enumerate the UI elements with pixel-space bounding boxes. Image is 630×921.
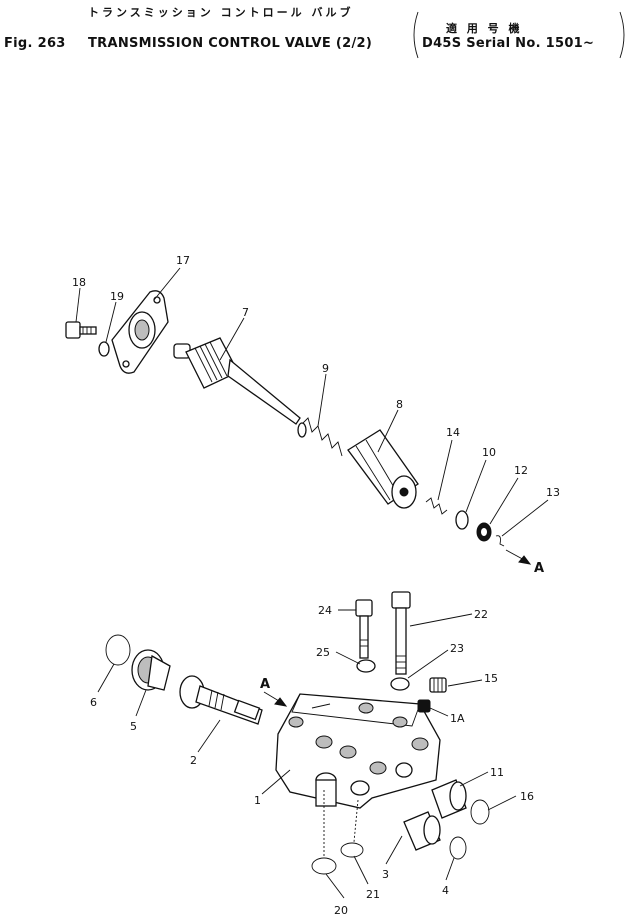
callout-4: 4 xyxy=(442,884,449,897)
serial-brackets xyxy=(413,11,625,59)
figure-title: TRANSMISSION CONTROL VALVE (2/2) xyxy=(88,36,373,51)
figure-header: トランスミッション コントロール バルブ Fig. 263 TRANSMISSI… xyxy=(0,0,630,60)
view-a-label-lower: A xyxy=(260,677,270,692)
figure-number: Fig. 263 xyxy=(4,36,66,51)
view-a-label-upper: A xyxy=(534,561,544,576)
callout-13: 13 xyxy=(546,486,560,499)
callout-18: 18 xyxy=(72,276,86,289)
part-7-spool xyxy=(173,337,301,425)
part-1-valve-body xyxy=(275,693,441,809)
callout-11: 11 xyxy=(490,766,504,779)
part-11-sleeve xyxy=(431,779,467,819)
callout-15: 15 xyxy=(484,672,498,685)
part-20-o-ring xyxy=(311,857,337,875)
callout-16: 16 xyxy=(520,790,534,803)
part-23-washer xyxy=(390,677,410,691)
part-15-plug xyxy=(429,677,447,693)
callout-7: 7 xyxy=(242,306,249,319)
callout-20: 20 xyxy=(334,904,348,917)
callout-1: 1 xyxy=(254,794,261,807)
part-6-snap-ring xyxy=(105,634,131,666)
part-12-nut xyxy=(476,522,492,542)
callout-24: 24 xyxy=(318,604,332,617)
view-a-arrow-lower xyxy=(263,691,288,707)
callout-2: 2 xyxy=(190,754,197,767)
callout-9: 9 xyxy=(322,362,329,375)
callout-22: 22 xyxy=(474,608,488,621)
part-3-sleeve xyxy=(403,811,441,851)
applicable-label-japanese: 適 用 号 機 xyxy=(446,22,523,35)
part-16-ring xyxy=(470,799,490,825)
callout-21: 21 xyxy=(366,888,380,901)
part-1a-plug xyxy=(417,699,431,713)
callout-23: 23 xyxy=(450,642,464,655)
part-2-spool xyxy=(179,675,263,725)
part-9-spring xyxy=(297,417,343,457)
part-25-washer xyxy=(356,659,376,673)
callout-10: 10 xyxy=(482,446,496,459)
callout-25: 25 xyxy=(316,646,330,659)
callout-3: 3 xyxy=(382,868,389,881)
part-19-washer xyxy=(98,341,110,357)
part-10-washer xyxy=(455,510,469,530)
view-a-arrow-upper xyxy=(505,549,532,565)
callout-8: 8 xyxy=(396,398,403,411)
title-japanese: トランスミッション コントロール バルブ xyxy=(88,6,354,19)
part-21-o-ring xyxy=(340,842,364,858)
part-5-plug xyxy=(131,649,171,691)
part-17-flange xyxy=(111,290,169,374)
part-8-valve xyxy=(347,429,419,509)
part-24-bolt xyxy=(355,599,373,659)
part-22-bolt xyxy=(391,591,411,675)
callout-5: 5 xyxy=(130,720,137,733)
callout-1a: 1A xyxy=(450,712,465,725)
part-4-ring xyxy=(449,836,467,860)
model-serial: D45S Serial No. 1501~ xyxy=(422,36,595,51)
callout-17: 17 xyxy=(176,254,190,267)
part-14-spring xyxy=(425,497,448,515)
part-13-pin xyxy=(495,535,505,547)
callout-19: 19 xyxy=(110,290,124,303)
callout-6: 6 xyxy=(90,696,97,709)
leader-lines xyxy=(75,267,549,899)
callout-12: 12 xyxy=(514,464,528,477)
callout-14: 14 xyxy=(446,426,460,439)
part-18-bolt xyxy=(65,321,97,339)
